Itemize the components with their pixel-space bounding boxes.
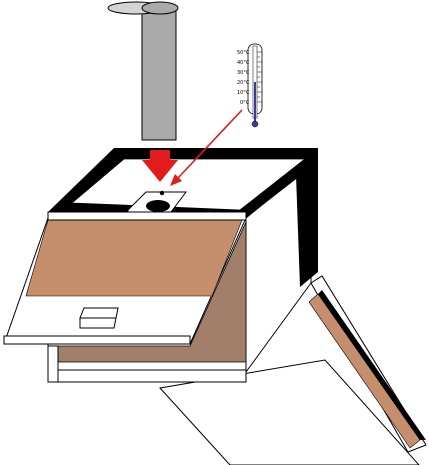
thermometer: 50°C 40°C 30°C 20°C 10°C 0°C: [237, 43, 263, 128]
thermometer-ticks: [257, 51, 262, 103]
thermometer-label-50: 50°C: [237, 50, 250, 56]
thermometer-label-20: 20°C: [237, 80, 250, 86]
box-right-side-black-edge: [296, 160, 318, 287]
thermometer-label-10: 10°C: [237, 90, 250, 96]
thermometer-liquid: [254, 82, 256, 122]
thermometer-label-0: 0°C: [240, 100, 250, 106]
front-lid-top-edge: [47, 211, 247, 221]
box-top-surface: [70, 158, 307, 211]
exhaust-pipe: [141, 7, 177, 141]
lid-handle-front: [79, 317, 117, 329]
box-bottom-base: [47, 369, 247, 383]
lid-handle: [79, 307, 119, 319]
thermometer-label-30: 30°C: [237, 70, 250, 76]
thermometer-arrow-head: [170, 174, 182, 186]
right-reflector-edge: [318, 290, 426, 440]
front-lid-brown-surface: [25, 219, 243, 297]
thermometer-label-40: 40°C: [237, 60, 250, 66]
thermometer-bulb: [251, 120, 259, 128]
ground-shadow: [159, 359, 420, 465]
box-front-post: [47, 345, 59, 383]
exhaust-pipe-top-rim: [141, 1, 179, 15]
thermometer-insert-hole: [159, 190, 165, 196]
thermometer-arrow-shaft: [177, 109, 243, 179]
front-lid-bottom-edge: [3, 335, 191, 345]
top-opening-hole: [146, 200, 170, 212]
pipe-to-box-arrow: [142, 150, 178, 182]
